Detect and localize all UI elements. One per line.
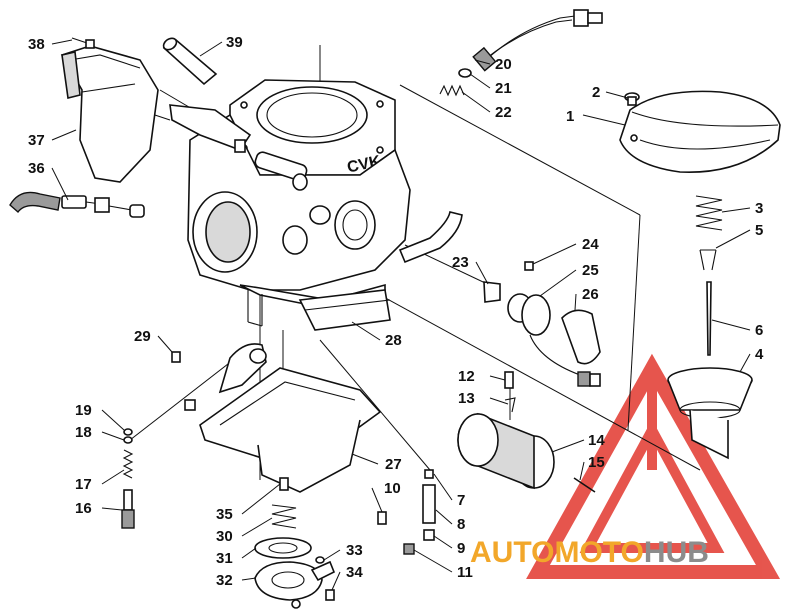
callout-37: 37 <box>28 132 45 149</box>
callout-16: 16 <box>75 500 92 517</box>
callout-17: 17 <box>75 476 92 493</box>
part-21-washer <box>458 68 472 78</box>
callout-13: 13 <box>458 390 475 407</box>
callout-2: 2 <box>592 84 600 101</box>
callout-30: 30 <box>216 528 233 545</box>
part-29-screw <box>171 351 181 363</box>
part-32-cover <box>254 560 336 609</box>
part-16-idle-screw <box>121 489 135 529</box>
part-4-diaphragm-piston <box>667 367 753 460</box>
part-7-emulsion-top <box>424 469 434 479</box>
part-38-screw <box>71 37 95 49</box>
watermark-auto: AUTO <box>470 536 554 569</box>
callout-25: 25 <box>582 262 599 279</box>
part-9-jet <box>423 529 435 541</box>
callout-23: 23 <box>452 254 469 271</box>
callout-29: 29 <box>134 328 151 345</box>
callout-21: 21 <box>495 80 512 97</box>
part-12-needle-valve <box>504 371 514 389</box>
callout-35: 35 <box>216 506 233 523</box>
callout-33: 33 <box>346 542 363 559</box>
part-11-plug <box>403 543 415 555</box>
callout-34: 34 <box>346 564 363 581</box>
part-17-spring <box>122 449 134 479</box>
part-15-pin <box>573 477 596 493</box>
callout-8: 8 <box>457 516 465 533</box>
part-24-screw <box>524 261 534 271</box>
callout-38: 38 <box>28 36 45 53</box>
part-27-float-bowl <box>184 343 382 493</box>
carburetor-body: CVK <box>169 79 463 331</box>
assembly-lines <box>84 45 701 480</box>
callout-32: 32 <box>216 572 233 589</box>
part-6-jet-needle <box>706 281 712 356</box>
part-18-oring <box>123 436 133 444</box>
part-26-boot <box>561 309 601 365</box>
part-39-hose <box>162 37 218 86</box>
svg-text:AUTOMOTOHUB: AUTOMOTOHUB <box>470 536 709 569</box>
callout-6: 6 <box>755 322 763 339</box>
part-1-top-cap <box>619 90 781 174</box>
callout-3: 3 <box>755 200 763 217</box>
callout-9: 9 <box>457 540 465 557</box>
part-25-sensor <box>507 293 601 387</box>
part-20-throttle-cable <box>472 9 603 72</box>
callout-27: 27 <box>385 456 402 473</box>
part-37-cover <box>60 45 159 183</box>
callout-31: 31 <box>216 550 233 567</box>
callout-11: 11 <box>457 564 473 581</box>
callout-14: 14 <box>588 432 605 449</box>
callout-28: 28 <box>385 332 402 349</box>
watermark-hub: HUB <box>644 536 709 569</box>
callout-5: 5 <box>755 222 763 239</box>
part-35-plunger <box>279 477 289 491</box>
part-33-oring <box>315 556 325 564</box>
callout-39: 39 <box>226 34 243 51</box>
callout-36: 36 <box>28 160 45 177</box>
part-22-spring <box>439 84 465 97</box>
part-14-float <box>457 412 555 490</box>
part-30-spring <box>271 504 297 529</box>
part-19-washer <box>123 428 133 436</box>
callout-22: 22 <box>495 104 512 121</box>
callout-15: 15 <box>588 454 605 471</box>
callout-26: 26 <box>582 286 599 303</box>
part-34-screw <box>325 589 335 601</box>
triangle-logo-icon <box>526 353 781 579</box>
callout-20: 20 <box>495 56 512 73</box>
callout-4: 4 <box>755 346 764 363</box>
callout-12: 12 <box>458 368 475 385</box>
callout-18: 18 <box>75 424 92 441</box>
part-2-screw <box>624 92 640 106</box>
callout-24: 24 <box>582 236 599 253</box>
callout-labels: 1 2 3 4 5 6 7 8 9 10 11 12 13 14 15 16 1… <box>28 34 764 589</box>
callout-1: 1 <box>566 108 574 125</box>
part-28-gasket <box>304 299 391 311</box>
part-8-main-jet-tube <box>422 484 436 524</box>
part-13-clip <box>504 397 516 413</box>
callout-7: 7 <box>457 492 465 509</box>
part-5-clip <box>699 249 717 271</box>
part-31-diaphragm <box>254 537 312 559</box>
callout-leaders <box>51 39 751 591</box>
watermark-logo <box>526 353 781 579</box>
callout-10: 10 <box>384 480 401 497</box>
watermark-moto: MOTO <box>554 536 643 569</box>
callout-19: 19 <box>75 402 92 419</box>
part-3-spring <box>695 195 723 231</box>
part-23-bracket <box>483 281 501 303</box>
part-10-pilot-jet <box>377 511 387 525</box>
part-36-choke-cable <box>9 191 145 218</box>
watermark-text: AUTOMOTOHUB <box>470 536 709 569</box>
